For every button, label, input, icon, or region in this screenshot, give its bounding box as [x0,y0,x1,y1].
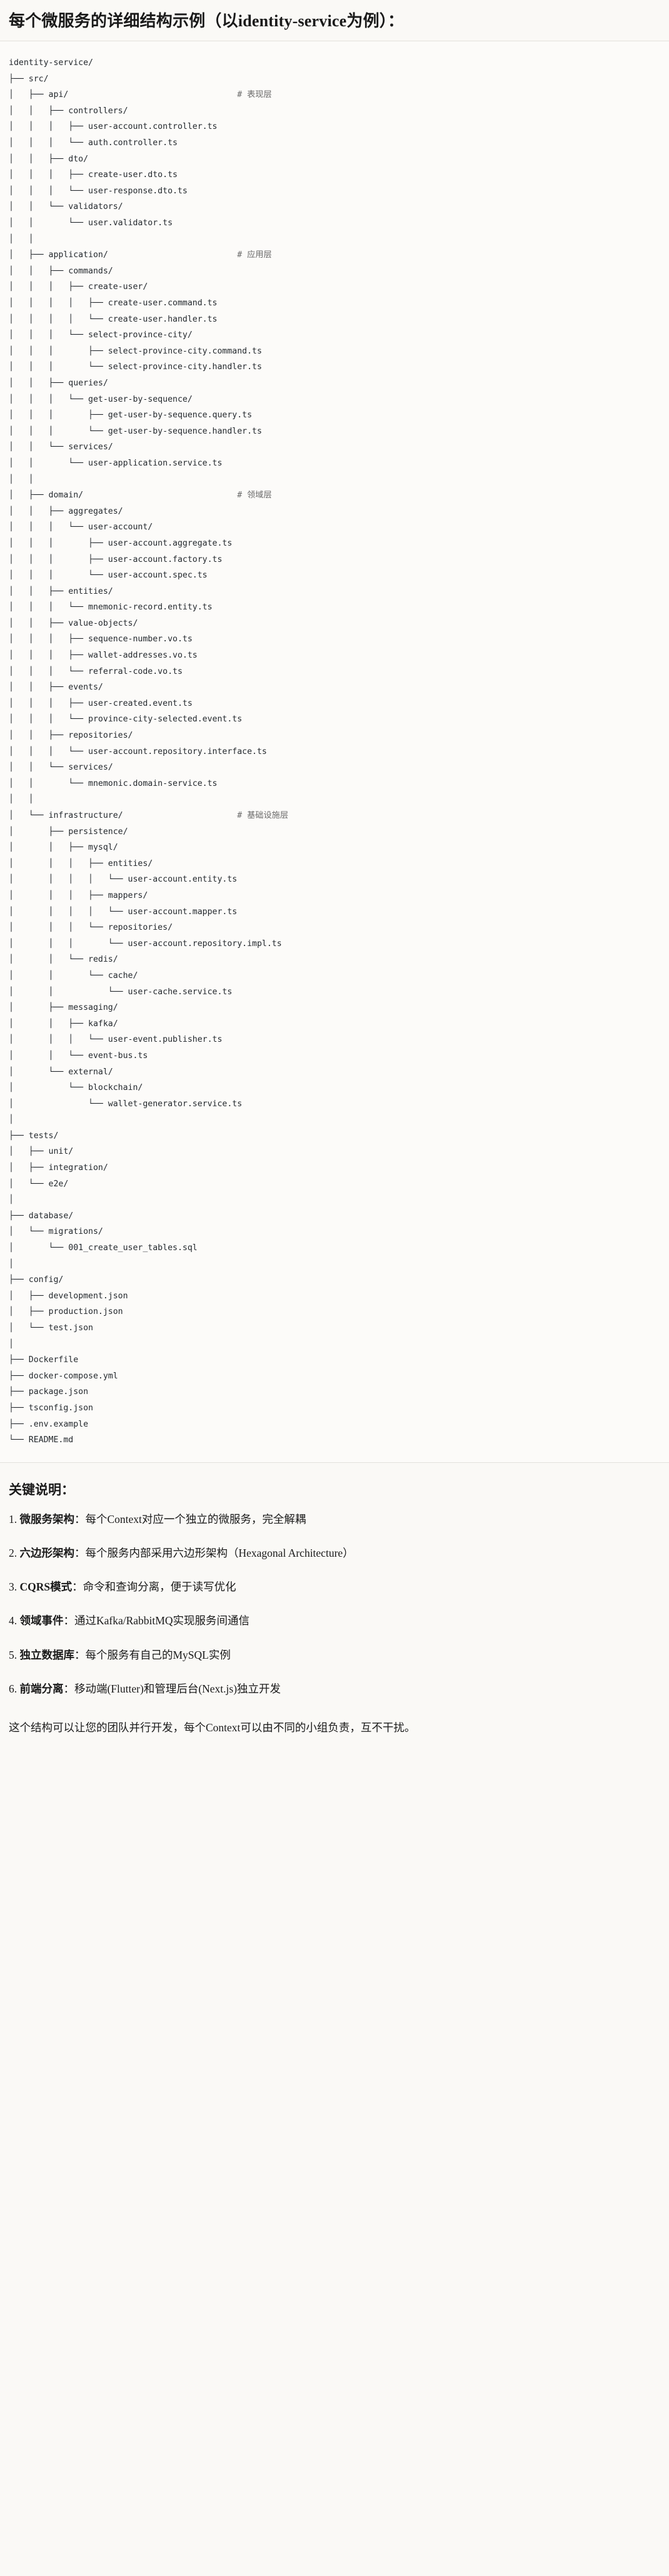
tree-comment: # 应用层 [237,250,272,260]
key-point-separator: ： [63,1682,75,1695]
key-point-separator: ： [63,1614,75,1627]
key-point-number: 6. [9,1682,18,1695]
key-point-item: 1. 微服务架构：每个Context对应一个独立的微服务，完全解耦 [9,1511,660,1528]
key-point-separator: ： [74,1547,86,1560]
directory-tree-text: identity-service/ ├── src/ │ ├── api/ # … [9,58,289,1445]
key-point-description: 移动端(Flutter)和管理后台(Next.js)独立开发 [74,1682,281,1695]
key-point-number: 4. [9,1614,18,1627]
key-point-separator: ： [74,1648,86,1661]
key-point-item: 2. 六边形架构：每个服务内部采用六边形架构（Hexagonal Archite… [9,1545,660,1562]
directory-tree-block: identity-service/ ├── src/ │ ├── api/ # … [0,41,669,1462]
key-point-description: 命令和查询分离，便于读写优化 [83,1581,236,1594]
key-point-term: 领域事件 [19,1614,64,1627]
key-point-number: 3. [9,1581,18,1594]
key-point-number: 2. [9,1547,18,1560]
key-point-number: 5. [9,1648,18,1661]
tree-comment: # 领域层 [237,491,272,501]
key-point-description: 每个服务有自己的MySQL实例 [85,1648,231,1661]
document-page: 每个微服务的详细结构示例（以identity-service为例）： ident… [0,12,669,1756]
key-point-separator: ： [74,1513,86,1526]
tree-comment: # 基础设施层 [237,811,289,820]
key-point-separator: ： [72,1581,83,1594]
key-point-term: 微服务架构 [19,1513,75,1526]
key-point-description: 通过Kafka/RabbitMQ实现服务间通信 [74,1614,249,1627]
key-point-term: 独立数据库 [19,1648,75,1661]
tree-comment: # 表现层 [237,90,272,100]
page-title: 每个微服务的详细结构示例（以identity-service为例）： [9,12,405,30]
key-point-term: 前端分离 [19,1682,64,1695]
key-point-description: 每个Context对应一个独立的微服务，完全解耦 [85,1513,306,1526]
key-point-description: 每个服务内部采用六边形架构（Hexagonal Architecture） [85,1547,354,1560]
closing-paragraph: 这个结构可以让您的团队并行开发，每个Context可以由不同的小组负责，互不干扰… [9,1721,416,1734]
key-point-item: 4. 领域事件：通过Kafka/RabbitMQ实现服务间通信 [9,1612,660,1629]
key-point-item: 3. CQRS模式：命令和查询分离，便于读写优化 [9,1579,660,1596]
key-point-item: 5. 独立数据库：每个服务有自己的MySQL实例 [9,1647,660,1664]
key-point-number: 1. [9,1513,18,1526]
divider-bottom [0,1462,669,1463]
key-point-item: 6. 前端分离：移动端(Flutter)和管理后台(Next.js)独立开发 [9,1681,660,1698]
key-points-title: 关键说明： [9,1482,74,1497]
key-point-term: 六边形架构 [19,1547,75,1560]
directory-tree: identity-service/ ├── src/ │ ├── api/ # … [0,55,669,1448]
key-point-term: CQRS模式 [19,1581,73,1594]
